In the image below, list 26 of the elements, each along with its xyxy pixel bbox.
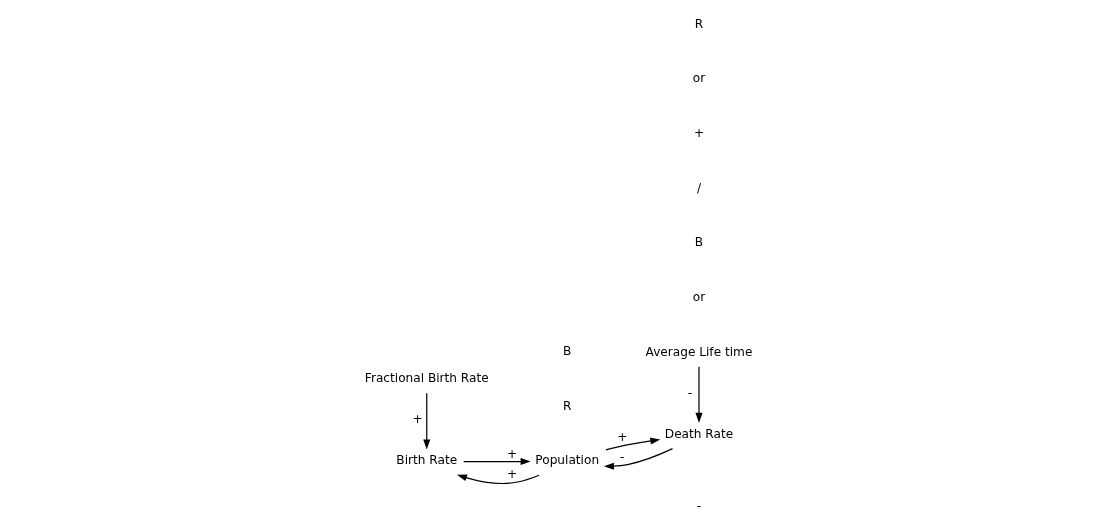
label: or <box>692 290 705 305</box>
label: / <box>696 180 701 195</box>
edge-label: - <box>619 449 624 464</box>
label: B <box>562 344 571 359</box>
label: - <box>696 498 701 513</box>
label: R <box>562 398 571 413</box>
node-text: Death Rate <box>664 426 733 441</box>
arrow <box>462 458 531 466</box>
arrow <box>422 392 430 450</box>
arrow <box>604 437 660 451</box>
edge-label: + <box>506 467 517 482</box>
edge-label: + <box>506 446 517 461</box>
arrow <box>456 474 540 485</box>
arrow <box>694 366 702 423</box>
node-text: Population <box>534 453 599 468</box>
label: R <box>694 16 703 31</box>
edge-label: + <box>412 412 423 427</box>
label: + <box>693 126 704 141</box>
label: or <box>692 71 705 86</box>
edge-label: + <box>616 429 627 444</box>
edge-label: - <box>687 385 692 400</box>
node-text: Birth Rate <box>395 453 457 468</box>
arrow <box>603 448 673 470</box>
node-text: Average Life time <box>645 344 752 359</box>
label: B <box>694 235 703 250</box>
node-text: Fractional Birth Rate <box>364 371 489 386</box>
